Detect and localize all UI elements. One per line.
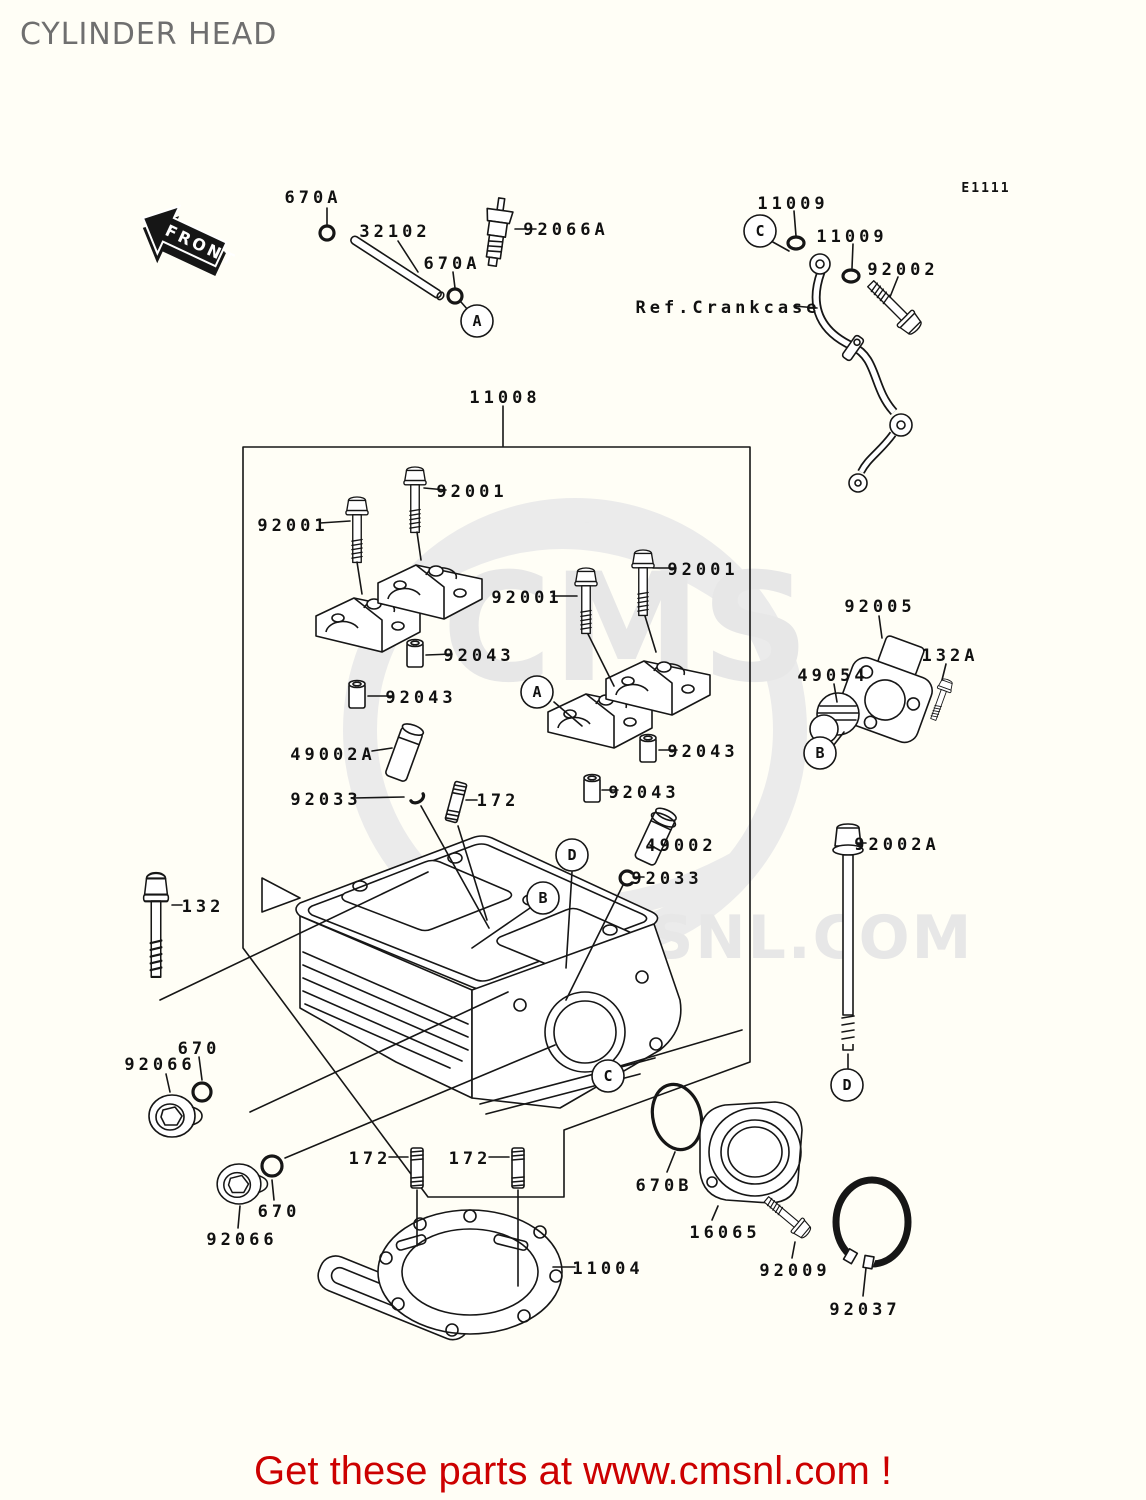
callout-d-2: D <box>830 1068 864 1102</box>
part-label-670-2: 670 <box>258 1202 301 1222</box>
part-label-49002a: 49002A <box>290 745 375 765</box>
part-label-11009-2: 11009 <box>816 227 887 247</box>
dowel-92043-3 <box>639 733 657 763</box>
part-label-92001-3: 92001 <box>491 588 562 608</box>
svg-text:B: B <box>815 744 824 762</box>
part-label-92009: 92009 <box>759 1261 830 1281</box>
stud-172-right <box>511 1147 525 1189</box>
oring-670-1 <box>191 1081 213 1103</box>
callout-c-1: C <box>743 214 777 248</box>
part-label-32102: 32102 <box>359 222 430 242</box>
part-label-92066a: 92066A <box>523 220 608 240</box>
callout-a-2: A <box>520 675 554 709</box>
callout-markers: A A B B C C D D <box>460 214 864 1102</box>
part-label-670a-2: 670A <box>424 254 481 274</box>
part-label-92002a: 92002A <box>854 835 939 855</box>
ref-crankcase-label: Ref.Crankcase <box>635 298 820 318</box>
part-label-670-1: 670 <box>178 1039 221 1059</box>
callout-b-1: B <box>526 881 560 915</box>
callout-d-1: D <box>555 838 589 872</box>
part-label-670b: 670B <box>636 1176 693 1196</box>
oil-pipe-assembly <box>786 235 913 493</box>
part-label-92043-1: 92043 <box>443 646 514 666</box>
callout-a-1: A <box>460 304 494 338</box>
part-label-92033-1: 92033 <box>290 790 361 810</box>
footer-advert-text: Get these parts at www.cmsnl.com ! <box>254 1449 892 1493</box>
clamp-92037 <box>832 1176 912 1274</box>
part-label-92001-2: 92001 <box>436 482 507 502</box>
svg-text:D: D <box>842 1076 851 1094</box>
part-label-11004: 11004 <box>572 1259 643 1279</box>
part-label-670a-1: 670A <box>285 188 342 208</box>
part-label-92002: 92002 <box>867 260 938 280</box>
svg-text:D: D <box>567 846 576 864</box>
part-label-132a: 132A <box>922 646 979 666</box>
part-label-172-top: 172 <box>477 791 520 811</box>
dowel-92043-2 <box>348 679 366 709</box>
dowel-92043-4 <box>583 773 601 803</box>
thermostat-49054 <box>809 692 860 744</box>
circlip-92033-2 <box>618 869 634 887</box>
callout-b-2: B <box>803 736 837 770</box>
part-label-92033-2: 92033 <box>631 869 702 889</box>
part-label-92043-2: 92043 <box>385 688 456 708</box>
valve-guide-49002 <box>633 804 679 868</box>
part-label-132: 132 <box>182 897 225 917</box>
part-label-92043-3: 92043 <box>667 742 738 762</box>
dowel-92043-1 <box>406 638 424 668</box>
part-label-172-right: 172 <box>449 1149 492 1169</box>
part-label-49054: 49054 <box>797 666 868 686</box>
oring-670a-2 <box>446 287 464 305</box>
oring-670b <box>650 1082 704 1152</box>
sensor-92066a <box>485 197 514 268</box>
part-label-92001-4: 92001 <box>667 560 738 580</box>
circlip-92033-1 <box>409 792 426 805</box>
leader-lines <box>159 207 947 1297</box>
rod-32102 <box>350 235 445 301</box>
part-label-16065: 16065 <box>689 1223 760 1243</box>
intake-manifold-16065 <box>699 1101 803 1204</box>
diagram-code: E1111 <box>961 181 1010 196</box>
svg-text:B: B <box>538 889 547 907</box>
callout-c-2: C <box>591 1059 625 1093</box>
part-label-11009-1: 11009 <box>757 194 828 214</box>
svg-text:A: A <box>472 312 481 330</box>
part-label-92066-2: 92066 <box>206 1230 277 1250</box>
part-label-49002: 49002 <box>645 836 716 856</box>
part-label-92037: 92037 <box>829 1300 900 1320</box>
oring-670a-1 <box>318 224 336 242</box>
bolt-92002a <box>832 823 864 1051</box>
svg-text:A: A <box>532 683 541 701</box>
part-labels: 670A 32102 92066A 670A 11009 11009 92002… <box>124 188 979 1320</box>
part-label-11008: 11008 <box>469 388 540 408</box>
part-label-92001-1: 92001 <box>257 516 328 536</box>
oring-670-2 <box>260 1154 284 1178</box>
part-label-92005: 92005 <box>844 597 915 617</box>
part-label-172-left: 172 <box>349 1149 392 1169</box>
head-gasket-11004 <box>317 1209 563 1341</box>
part-label-92043-4: 92043 <box>608 783 679 803</box>
page-title: CYLINDER HEAD <box>20 17 277 52</box>
svg-text:C: C <box>603 1067 612 1085</box>
stud-172-left <box>410 1147 424 1189</box>
svg-text:C: C <box>755 222 764 240</box>
housing-92005 <box>837 635 933 744</box>
cylinder-head-assembly-boundary <box>242 446 751 1198</box>
part-label-92066-1: 92066 <box>124 1055 195 1075</box>
